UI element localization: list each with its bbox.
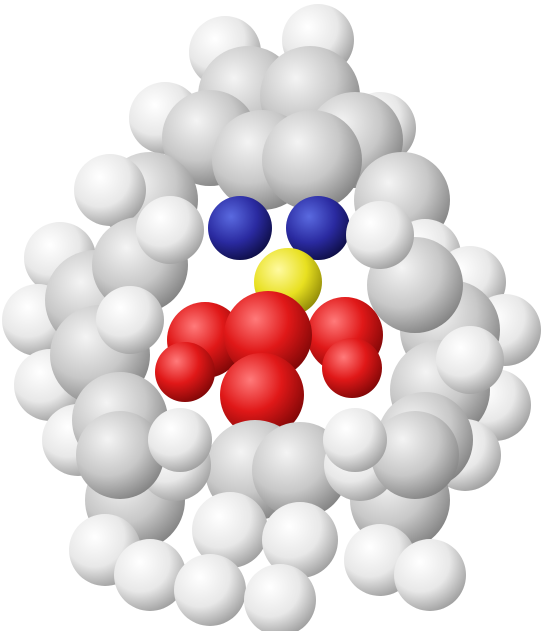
hydrogen-atom (262, 502, 338, 578)
carbon-atom (262, 110, 362, 210)
nitrogen-atom (286, 196, 350, 260)
hydrogen-atom (148, 408, 212, 472)
nitrogen-atom (208, 196, 272, 260)
hydrogen-atom (436, 326, 504, 394)
hydrogen-atom (323, 408, 387, 472)
hydrogen-atom (96, 286, 164, 354)
hydrogen-atom (346, 201, 414, 269)
hydrogen-atom (114, 539, 186, 611)
carbon-atom (371, 411, 459, 499)
carbon-atom (76, 411, 164, 499)
oxygen-atom (155, 342, 215, 402)
oxygen-atom (322, 338, 382, 398)
hydrogen-atom (136, 196, 204, 264)
oxygen-atom (220, 353, 304, 437)
hydrogen-atom (74, 154, 146, 226)
hydrogen-atom (244, 564, 316, 631)
hydrogen-atom (174, 554, 246, 626)
hydrogen-atom (192, 492, 268, 568)
hydrogen-atom (394, 539, 466, 611)
